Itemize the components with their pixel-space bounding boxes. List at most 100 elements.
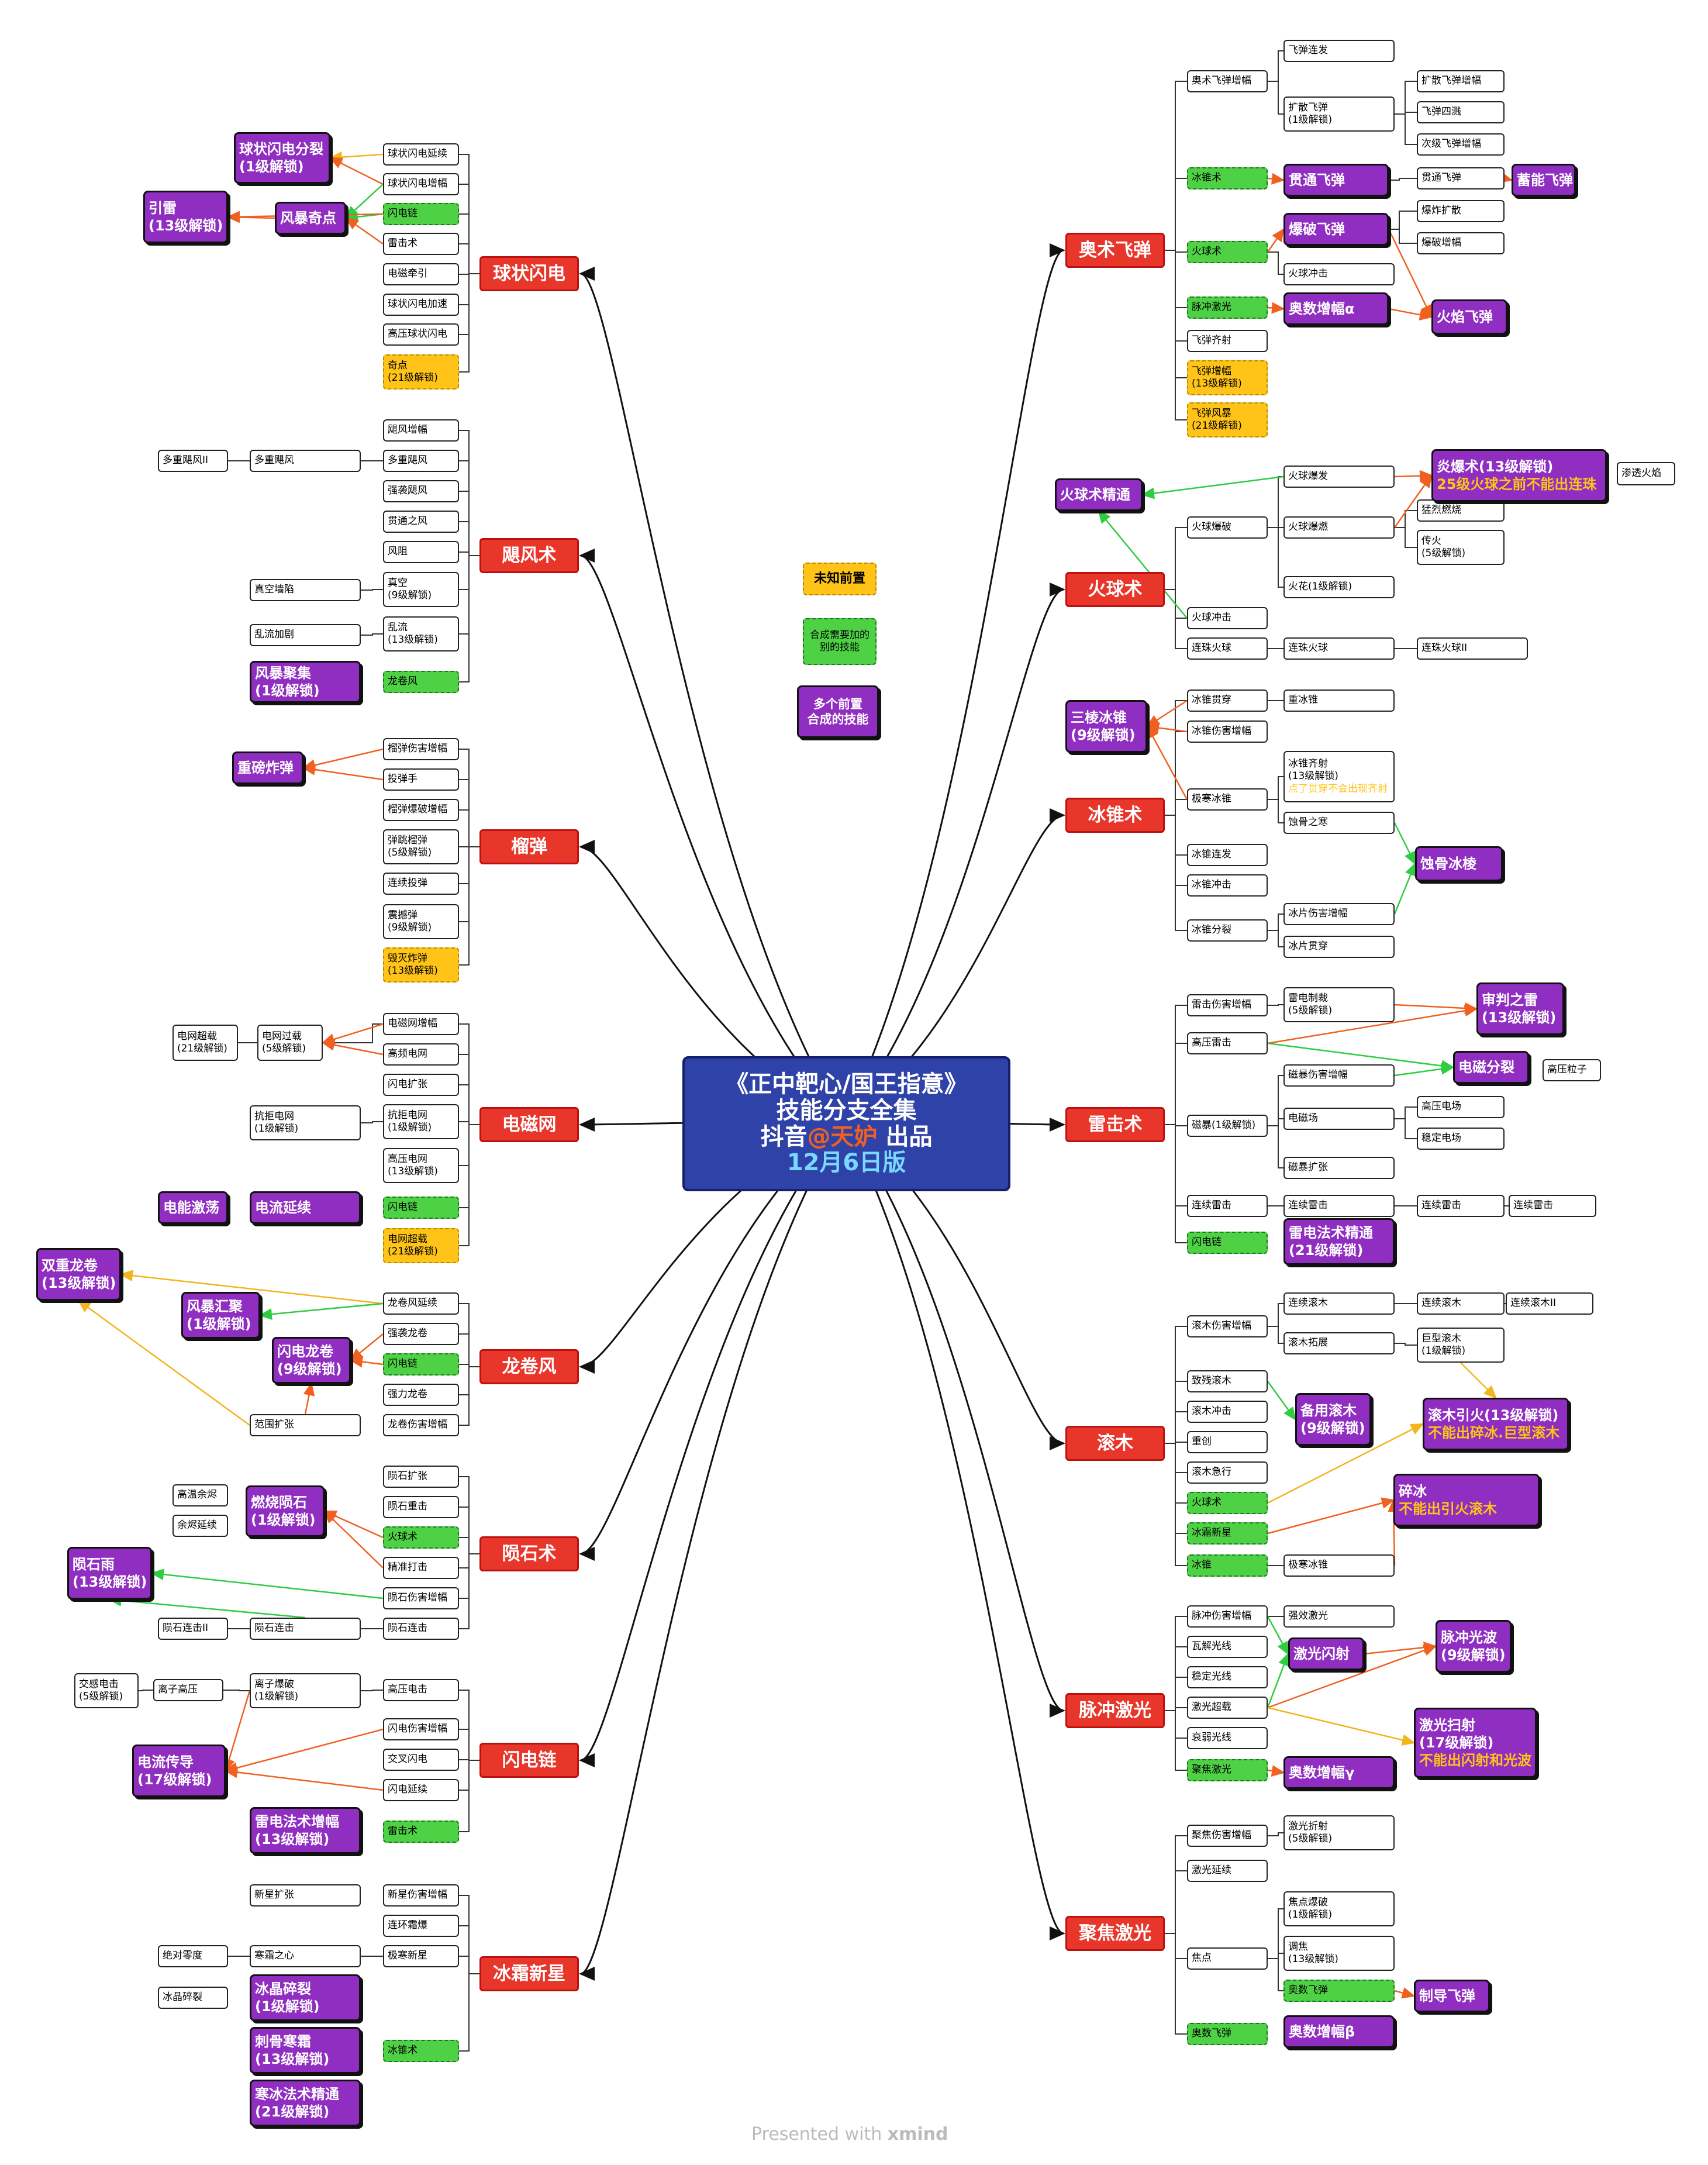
topic-l4d[interactable]: 抗拒电网 (1级解锁) xyxy=(383,1104,459,1139)
topic-l2p1[interactable]: 风暴聚集 (1级解锁) xyxy=(250,661,361,703)
topic-r4b[interactable]: 高压雷击 xyxy=(1187,1032,1268,1054)
branch-fireball[interactable]: 火球术 xyxy=(1065,572,1165,607)
branch-grenade[interactable]: 榴弹 xyxy=(479,829,579,864)
topic-r2c[interactable]: 连珠火球 xyxy=(1187,637,1268,660)
topic-l8x2[interactable]: 寒霜之心 xyxy=(250,1945,361,1967)
topic-l4x1[interactable]: 电网过载 (5级解锁) xyxy=(257,1025,323,1061)
topic-l4c[interactable]: 闪电扩张 xyxy=(383,1074,459,1096)
topic-r3x1[interactable]: 重冰锥 xyxy=(1283,690,1395,712)
topic-l1p3[interactable]: 引雷 (13级解锁) xyxy=(143,191,228,243)
topic-r4x1[interactable]: 雷电制裁 (5级解锁) xyxy=(1283,987,1395,1022)
topic-r1c[interactable]: 火球术 xyxy=(1187,241,1268,263)
topic-l7x1[interactable]: 离子爆破 (1级解锁) xyxy=(250,1673,361,1708)
topic-r6p1[interactable]: 激光闪射 xyxy=(1288,1637,1364,1670)
topic-l8b[interactable]: 连环霜爆 xyxy=(383,1915,459,1937)
topic-l7b[interactable]: 闪电伤害增幅 xyxy=(383,1718,459,1740)
topic-l5p2[interactable]: 风暴汇聚 (1级解锁) xyxy=(181,1292,260,1339)
topic-r1p2[interactable]: 蓄能飞弹 xyxy=(1512,164,1576,196)
topic-r6e[interactable]: 衰弱光线 xyxy=(1187,1727,1268,1749)
topic-r6f[interactable]: 聚焦激光 xyxy=(1187,1759,1268,1781)
topic-r7b[interactable]: 激光延续 xyxy=(1187,1860,1268,1882)
topic-r4x6[interactable]: 磁暴扩张 xyxy=(1283,1157,1395,1179)
topic-l7a[interactable]: 高压电击 xyxy=(383,1679,459,1701)
topic-r5a[interactable]: 滚木伤害增幅 xyxy=(1187,1315,1268,1337)
topic-l1p1[interactable]: 球状闪电分裂 (1级解锁) xyxy=(234,132,330,184)
topic-r1x5[interactable]: 次级飞弹增幅 xyxy=(1417,133,1505,156)
topic-r3c[interactable]: 极寒冰锥 xyxy=(1187,788,1268,811)
topic-r1x6[interactable]: 贯通飞弹 xyxy=(1417,167,1505,189)
topic-l7x2[interactable]: 离子高压 xyxy=(153,1679,223,1701)
topic-l2b[interactable]: 多重飓风 xyxy=(383,450,459,472)
topic-l5b[interactable]: 强袭龙卷 xyxy=(383,1323,459,1345)
topic-l3p1[interactable]: 重磅炸弹 xyxy=(232,751,303,784)
topic-l6a[interactable]: 陨石扩张 xyxy=(383,1466,459,1488)
topic-r7x1[interactable]: 激光折射 (5级解锁) xyxy=(1283,1815,1395,1850)
topic-r4x4[interactable]: 高压电场 xyxy=(1417,1096,1505,1118)
topic-r4x7[interactable]: 连续雷击 xyxy=(1283,1195,1395,1217)
topic-l1b[interactable]: 球状闪电增幅 xyxy=(383,173,459,195)
branch-arcane-missile[interactable]: 奥术飞弹 xyxy=(1065,233,1165,268)
topic-r2x5[interactable]: 火花(1级解锁) xyxy=(1283,576,1395,598)
topic-l6x3[interactable]: 陨石连击 xyxy=(250,1618,361,1640)
topic-r1p3[interactable]: 爆破飞弹 xyxy=(1283,213,1389,246)
topic-r3x2[interactable]: 冰锥齐射 (13级解锁)点了贯穿不会出现齐射 xyxy=(1283,751,1395,802)
topic-r3f[interactable]: 冰锥分裂 xyxy=(1187,919,1268,942)
topic-r3x3[interactable]: 蚀骨之寒 xyxy=(1283,812,1395,834)
branch-frost-nova[interactable]: 冰霜新星 xyxy=(479,1956,579,1991)
topic-r1f[interactable]: 飞弹增幅 (13级解锁) xyxy=(1187,360,1268,395)
topic-l7d[interactable]: 闪电延续 xyxy=(383,1779,459,1801)
branch-pulse-laser[interactable]: 脉冲激光 xyxy=(1065,1693,1165,1728)
topic-r2b[interactable]: 火球冲击 xyxy=(1187,607,1268,629)
topic-r5x2[interactable]: 连续滚木 xyxy=(1417,1292,1505,1315)
topic-l8d[interactable]: 冰锥术 xyxy=(383,2040,459,2062)
topic-r4p3[interactable]: 雷电法术精通 (21级解锁) xyxy=(1283,1218,1395,1265)
topic-r4x8[interactable]: 连续雷击 xyxy=(1417,1195,1505,1217)
topic-r2x4[interactable]: 传火 (5级解锁) xyxy=(1417,530,1505,565)
topic-l4b[interactable]: 高频电网 xyxy=(383,1043,459,1066)
topic-l4p1[interactable]: 电流延续 xyxy=(250,1191,361,1224)
topic-l2x2[interactable]: 多重飓风II xyxy=(158,450,228,472)
topic-r1p1[interactable]: 贯通飞弹 xyxy=(1283,164,1389,196)
topic-l5e[interactable]: 龙卷伤害增幅 xyxy=(383,1414,459,1436)
topic-r4p2[interactable]: 电磁分裂 xyxy=(1453,1051,1529,1084)
topic-l5x1[interactable]: 范围扩张 xyxy=(250,1414,361,1436)
topic-r6x1[interactable]: 强效激光 xyxy=(1283,1605,1395,1628)
topic-r4e[interactable]: 闪电链 xyxy=(1187,1232,1268,1254)
topic-r5c[interactable]: 滚木冲击 xyxy=(1187,1401,1268,1423)
topic-l3d[interactable]: 弹跳榴弹 (5级解锁) xyxy=(383,829,459,864)
branch-lightning-strike[interactable]: 雷击术 xyxy=(1065,1107,1165,1142)
topic-l1h[interactable]: 奇点 (21级解锁) xyxy=(383,354,459,389)
topic-l8x1[interactable]: 新星扩张 xyxy=(250,1884,361,1907)
topic-l1d[interactable]: 雷击术 xyxy=(383,233,459,255)
topic-l5p1[interactable]: 双重龙卷 (13级解锁) xyxy=(36,1248,121,1301)
topic-l3c[interactable]: 榴弹爆破增幅 xyxy=(383,799,459,821)
topic-r5p1[interactable]: 备用滚木 (9级解锁) xyxy=(1295,1393,1371,1446)
topic-r4x9[interactable]: 连续雷击 xyxy=(1509,1195,1596,1217)
topic-r3p2[interactable]: 蚀骨冰棱 xyxy=(1415,846,1503,881)
topic-r1x4[interactable]: 飞弹四溅 xyxy=(1417,101,1505,123)
topic-l5a[interactable]: 龙卷风延续 xyxy=(383,1292,459,1315)
branch-rolling-log[interactable]: 滚木 xyxy=(1065,1426,1165,1461)
topic-l1f[interactable]: 球状闪电加速 xyxy=(383,294,459,316)
topic-l6x4[interactable]: 陨石连击II xyxy=(158,1618,228,1640)
topic-r6p2[interactable]: 脉冲光波 (9级解锁) xyxy=(1436,1620,1512,1673)
topic-r4a[interactable]: 雷击伤害增幅 xyxy=(1187,994,1268,1016)
topic-r1g[interactable]: 飞弹风暴 (21级解锁) xyxy=(1187,402,1268,437)
topic-r1x1[interactable]: 飞弹连发 xyxy=(1283,40,1395,62)
topic-r5p2[interactable]: 滚木引火(13级解锁)不能出碎冰.巨型滚木 xyxy=(1423,1398,1569,1450)
topic-r5x6[interactable]: 极寒冰锥 xyxy=(1283,1554,1395,1577)
topic-r2x1[interactable]: 火球爆发 xyxy=(1283,466,1395,488)
topic-r7c[interactable]: 焦点 xyxy=(1187,1947,1268,1970)
topic-r4x2[interactable]: 磁暴伤害增幅 xyxy=(1283,1064,1395,1087)
topic-l1c[interactable]: 闪电链 xyxy=(383,203,459,225)
topic-r2x8[interactable]: 渗透火焰 xyxy=(1617,462,1675,485)
topic-r6p3[interactable]: 激光扫射 (17级解锁)不能出闪射和光波 xyxy=(1414,1708,1537,1778)
topic-r7d[interactable]: 奥数飞弹 xyxy=(1187,2023,1268,2045)
topic-r3x4[interactable]: 冰片伤害增幅 xyxy=(1283,903,1395,925)
topic-r2a[interactable]: 火球爆破 xyxy=(1187,516,1268,539)
topic-r7a[interactable]: 聚焦伤害增幅 xyxy=(1187,1825,1268,1847)
topic-r2x2[interactable]: 火球爆燃 xyxy=(1283,516,1395,539)
branch-chain-lightning[interactable]: 闪电链 xyxy=(479,1743,579,1778)
topic-l6b[interactable]: 陨石重击 xyxy=(383,1496,459,1518)
topic-r5h[interactable]: 冰锥 xyxy=(1187,1554,1268,1577)
